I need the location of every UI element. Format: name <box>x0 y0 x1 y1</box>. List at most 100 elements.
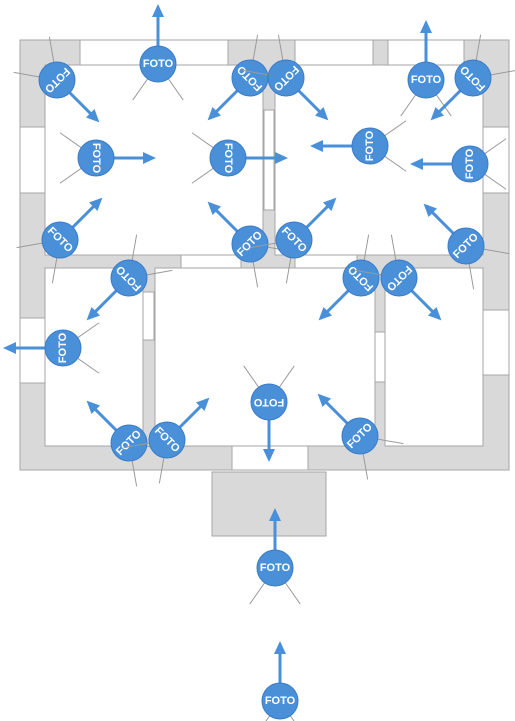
camera-icon <box>44 329 82 367</box>
arrow-head <box>152 4 164 17</box>
view-angle-line <box>488 70 515 76</box>
view-angle-line <box>375 438 404 445</box>
camera-label: FOTO <box>253 396 284 408</box>
camera-icon <box>454 59 492 97</box>
room-bottom-right <box>384 267 484 447</box>
arrow-head <box>85 108 100 123</box>
arrow-head <box>88 197 103 212</box>
arrow-head <box>207 106 222 121</box>
view-angle-line <box>283 580 301 605</box>
camera-marker: FOTO <box>242 34 329 121</box>
camera-marker: FOTO <box>423 203 510 290</box>
view-angle-line <box>482 138 507 156</box>
arrow-head <box>143 152 156 164</box>
camera-label: FOTO <box>260 562 291 574</box>
view-angle-line <box>191 166 216 184</box>
camera-icon <box>451 145 489 183</box>
view-angle-line <box>250 242 279 249</box>
arrow-head <box>427 306 442 321</box>
camera-marker: FOTO <box>355 234 442 321</box>
camera-marker: FOTO <box>317 393 404 480</box>
camera-label: FOTO <box>464 148 476 179</box>
camera-marker: FOTO <box>410 138 507 190</box>
camera-label: FOTO <box>143 58 174 70</box>
view-angle-line <box>434 92 452 117</box>
arrow-head <box>274 641 286 654</box>
view-angle-line <box>16 242 45 249</box>
camera-label: FOTO <box>364 130 376 161</box>
view-angle-line <box>252 34 259 63</box>
arrow-head <box>420 20 432 33</box>
arrow-head <box>207 201 222 216</box>
view-angle-line <box>468 261 475 290</box>
camera-marker: FOTO <box>3 322 100 374</box>
camera-marker: FOTO <box>400 20 452 117</box>
camera-marker: FOTO <box>249 508 301 605</box>
view-angle-line <box>482 172 507 190</box>
camera-icon <box>38 61 76 99</box>
camera-marker: FOTO <box>310 120 407 172</box>
view-angle-line <box>277 34 284 63</box>
arrow-head <box>275 152 288 164</box>
camera-marker: FOTO <box>86 400 173 487</box>
camera-marker: FOTO <box>207 201 294 288</box>
view-angle-line <box>285 255 292 284</box>
arrow-head <box>314 106 329 121</box>
arrow-head <box>3 342 16 354</box>
camera-marker: FOTO <box>250 197 337 284</box>
view-angle-line <box>123 442 152 449</box>
view-angle-line <box>59 166 84 184</box>
window-top-2 <box>294 39 374 66</box>
view-angle-line <box>382 154 407 172</box>
camera-icon <box>407 61 445 99</box>
arrow-head <box>423 203 438 218</box>
camera-icon <box>341 417 379 455</box>
camera-marker: FOTO <box>430 34 515 121</box>
view-angle-line <box>252 259 259 288</box>
camera-icon <box>380 259 418 297</box>
arrow-head <box>86 306 101 321</box>
arrow-head <box>318 306 333 321</box>
arrow-head <box>430 106 445 121</box>
camera-icon <box>275 221 313 259</box>
view-angle-line <box>249 580 267 605</box>
camera-icon <box>231 225 269 263</box>
arrow-head <box>410 158 423 170</box>
camera-icon <box>139 45 177 83</box>
camera-icon <box>342 259 380 297</box>
door-top-middle <box>263 109 275 211</box>
view-angle-line <box>131 234 138 263</box>
camera-marker: FOTO <box>16 197 103 284</box>
view-angle-line <box>481 248 510 255</box>
door-hall-left <box>180 254 242 269</box>
door-bottom-right <box>374 331 386 383</box>
view-angle-line <box>390 234 397 263</box>
view-angle-line <box>51 255 58 284</box>
camera-icon <box>77 139 115 177</box>
view-angle-line <box>475 34 482 63</box>
arrow-head <box>269 508 281 521</box>
porch <box>211 471 327 537</box>
view-angle-line <box>158 455 165 484</box>
camera-marker: FOTO <box>86 234 173 321</box>
view-angle-line <box>191 132 216 150</box>
door-bottom-left <box>142 291 155 341</box>
camera-icon <box>256 549 294 587</box>
view-angle-line <box>131 458 138 487</box>
arrow-head <box>86 400 101 415</box>
view-angle-line <box>13 71 42 78</box>
arrow-head <box>263 449 275 462</box>
view-angle-line <box>382 120 407 138</box>
view-angle-line <box>144 269 173 276</box>
view-angle-line <box>277 365 295 390</box>
camera-icon <box>447 227 485 265</box>
camera-label: FOTO <box>411 74 442 86</box>
camera-icon <box>209 139 247 177</box>
camera-icon <box>110 259 148 297</box>
window-right-2 <box>482 309 510 376</box>
view-angle-line <box>75 322 100 340</box>
view-angle-line <box>355 269 384 276</box>
camera-marker: FOTO <box>243 365 295 462</box>
camera-icon <box>110 424 148 462</box>
